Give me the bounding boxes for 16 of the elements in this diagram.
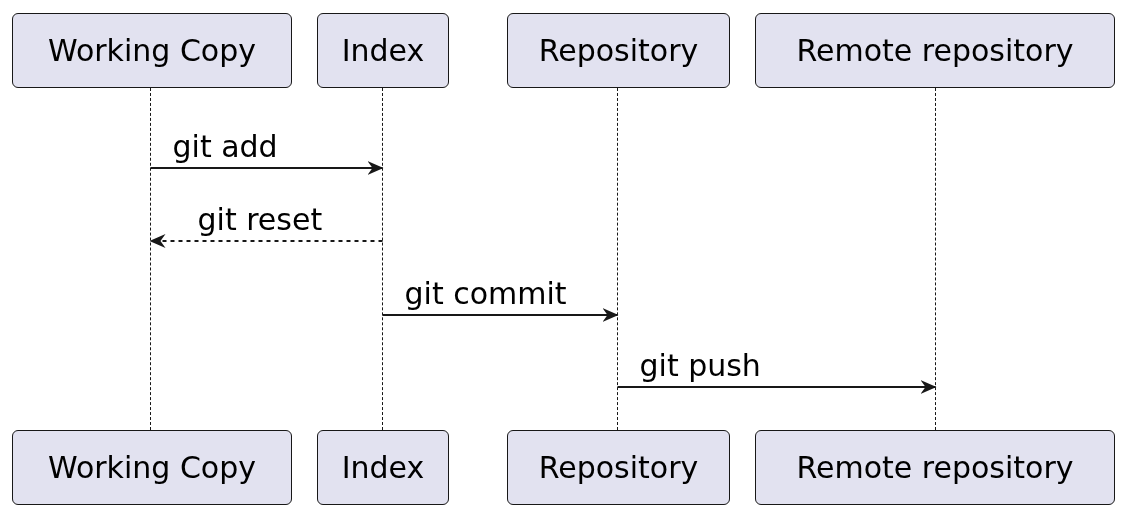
participant-box: Index [317,430,449,505]
participant-box: Repository [507,13,730,88]
participant-box: Remote repository [755,430,1115,505]
lifeline [935,88,937,430]
lifeline [150,88,152,430]
message-arrow [149,234,384,248]
lifeline [617,88,619,430]
participant-box: Repository [507,430,730,505]
participant-box: Remote repository [755,13,1115,88]
message-arrow [381,308,619,322]
participant-box: Working Copy [12,430,292,505]
lifeline [382,88,384,430]
participant-box: Index [317,13,449,88]
message-arrow [616,380,937,394]
participant-box: Working Copy [12,13,292,88]
message-arrow [149,161,384,175]
